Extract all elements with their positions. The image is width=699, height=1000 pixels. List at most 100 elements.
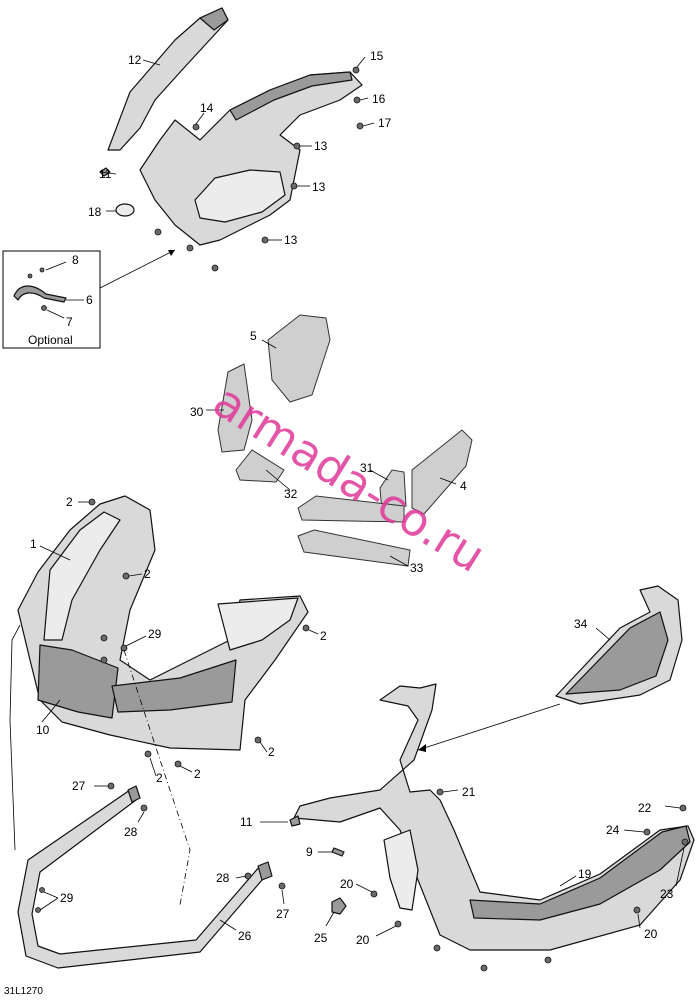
- callout-2a: 2: [66, 495, 73, 509]
- fastener-grille-b: [100, 656, 108, 664]
- fastener-29a: [39, 887, 45, 893]
- callout-9: 9: [306, 845, 313, 859]
- callout-16: 16: [372, 92, 386, 106]
- part-1-side-panel: [217, 597, 299, 651]
- part-7-nut: [41, 305, 47, 311]
- fastener-28a: [140, 804, 148, 812]
- callout-34: 34: [574, 617, 588, 631]
- fastener-14: [192, 123, 200, 131]
- leaders-top: [99, 56, 375, 289]
- callout-20a: 20: [340, 877, 354, 891]
- fastener-20b: [394, 920, 402, 928]
- callout-31: 31: [360, 461, 374, 475]
- fastener-20e: [544, 956, 552, 964]
- callout-1: 1: [30, 537, 37, 551]
- part-25-bracket: [331, 897, 347, 915]
- callout-2b: 2: [144, 567, 151, 581]
- callout-2d: 2: [268, 745, 275, 759]
- callout-8: 8: [72, 253, 79, 267]
- fastener-23: [681, 838, 689, 846]
- upper-panel-opening: [194, 169, 286, 223]
- callout-29b: 29: [60, 891, 74, 905]
- fastener-20f: [633, 906, 641, 914]
- fastener-bottom-b: [186, 244, 194, 252]
- leaders-bumper: [39, 785, 285, 931]
- part-1-lower-intake: [111, 659, 237, 713]
- fastener-2b: [122, 572, 130, 580]
- fastener-20d: [480, 964, 488, 972]
- part-30-pad: [217, 363, 253, 453]
- callout-14: 14: [200, 101, 214, 115]
- part-19-mount: [383, 829, 419, 911]
- leaders-pads: [206, 339, 457, 567]
- fastener-29b: [35, 907, 41, 913]
- part-26-bumper-bracket-a: [127, 785, 141, 803]
- fastener-2c: [302, 624, 310, 632]
- upper-panel-rail: [229, 71, 353, 121]
- callout-2e: 2: [156, 771, 163, 785]
- part-26-bumper-bracket-b: [257, 861, 273, 881]
- upper-console-assembly: [99, 7, 364, 272]
- fastener-2e: [144, 750, 152, 758]
- part-11-clip: [99, 167, 111, 177]
- callout-12: 12: [128, 53, 142, 67]
- fastener-17: [356, 122, 364, 130]
- callout-2f: 2: [194, 767, 201, 781]
- callout-27a: 27: [72, 779, 86, 793]
- callout-33: 33: [410, 561, 424, 575]
- optional-box-title: Optional: [28, 333, 73, 347]
- callout-13b: 13: [312, 180, 326, 194]
- belly-pan-assembly: [289, 585, 695, 972]
- leaders-fascia: [9, 501, 319, 906]
- callout-25: 25: [314, 931, 328, 945]
- part-34-side-panel-dark: [565, 611, 669, 695]
- callout-11b: 11: [240, 815, 253, 829]
- part-18-grommet: [115, 203, 135, 217]
- fastener-27b: [278, 882, 286, 890]
- callout-26: 26: [238, 929, 252, 943]
- part-12-bracket-edge: [199, 7, 229, 31]
- fastener-bottom-a: [154, 228, 162, 236]
- part-8-screw: [39, 267, 45, 273]
- callout-labels: 12 14 15 16 17 13 13 13 11 18 8 6 7 5 30…: [4, 49, 674, 997]
- callout-28a: 28: [124, 825, 138, 839]
- callout-24: 24: [606, 823, 620, 837]
- fastener-13c: [261, 236, 269, 244]
- callout-13a: 13: [314, 139, 328, 153]
- diagram-code: 31L1270: [4, 986, 43, 997]
- callout-20c: 20: [644, 927, 658, 941]
- callout-4: 4: [460, 479, 467, 493]
- callout-6: 6: [86, 293, 93, 307]
- part-9-clip: [331, 847, 345, 857]
- callout-29a: 29: [148, 627, 162, 641]
- callout-28b: 28: [216, 871, 230, 885]
- callout-5: 5: [250, 329, 257, 343]
- callout-10: 10: [36, 723, 50, 737]
- fastener-2d: [254, 736, 262, 744]
- fastener-27a: [107, 782, 115, 790]
- fastener-20c: [433, 944, 441, 952]
- part-10-grille: [37, 644, 119, 719]
- fastener-bottom-c: [211, 264, 219, 272]
- part-11-clip-lower: [289, 815, 301, 827]
- fastener-15: [352, 66, 360, 74]
- callout-7: 7: [66, 315, 73, 329]
- callout-17: 17: [378, 116, 392, 130]
- fastener-13a: [293, 142, 301, 150]
- callout-30: 30: [190, 405, 204, 419]
- upper-panel-body: [139, 71, 363, 246]
- callout-18: 18: [88, 205, 102, 219]
- callout-21: 21: [462, 785, 476, 799]
- part-32-pad: [235, 449, 285, 483]
- callout-22: 22: [638, 801, 652, 815]
- part-1-upper-lip: [43, 511, 121, 641]
- callout-19: 19: [578, 867, 592, 881]
- callout-11a: 11: [99, 167, 112, 181]
- part-8-screw-b: [27, 273, 33, 279]
- fastener-2a: [88, 498, 96, 506]
- fastener-22: [679, 804, 687, 812]
- part-5-pad: [267, 314, 331, 403]
- callout-20b: 20: [356, 933, 370, 947]
- callout-32: 32: [284, 487, 298, 501]
